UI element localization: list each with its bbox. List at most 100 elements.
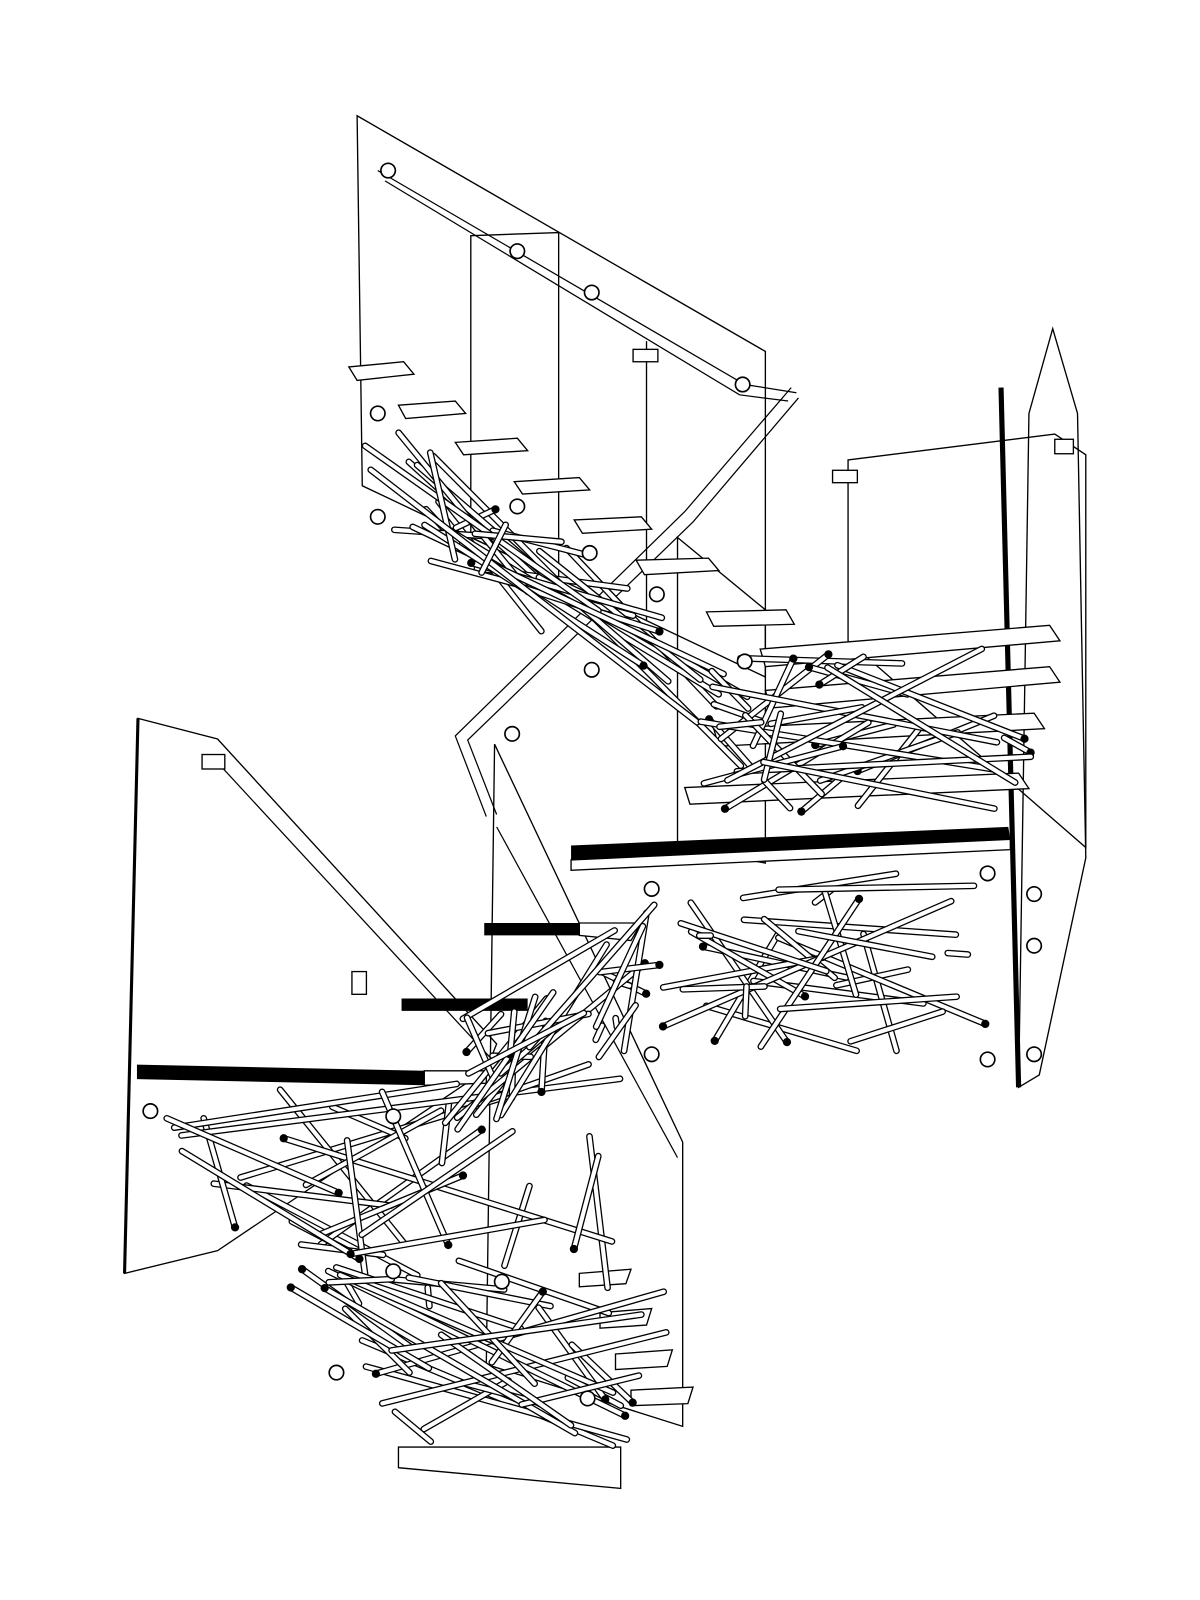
joint-node	[509, 498, 526, 515]
lower-middle-glass-panel	[485, 743, 684, 1428]
truss-member	[594, 924, 645, 1029]
truss-structure	[163, 429, 1035, 1449]
truss-member	[439, 1332, 574, 1428]
bolt-dot	[297, 1265, 307, 1274]
truss-member	[613, 1016, 619, 1029]
truss-member	[428, 450, 457, 562]
tread-dark	[484, 922, 580, 936]
bolt-dot	[458, 1171, 468, 1180]
truss-member	[179, 1076, 623, 1138]
upper-tread	[705, 609, 796, 628]
bolt-dot	[639, 661, 648, 670]
landing-tread-dark	[571, 826, 1011, 860]
bolt-dot	[710, 1036, 719, 1046]
truss-member	[762, 778, 793, 811]
bracket	[201, 753, 226, 770]
truss-member	[288, 1285, 431, 1371]
bolt-dot	[230, 1223, 240, 1232]
upper-handrail	[377, 170, 797, 394]
bolt-dot	[621, 1411, 630, 1420]
left-handrail	[219, 764, 498, 1066]
truss-member	[392, 1409, 433, 1444]
bolt-dot	[698, 942, 708, 951]
upper-tread	[454, 437, 530, 456]
right-glass-panel	[847, 433, 1087, 850]
joint-node	[504, 725, 521, 742]
bracket	[632, 348, 659, 363]
truss-member	[519, 1373, 641, 1407]
bolt-dot	[981, 1019, 990, 1029]
bolt-dot	[789, 654, 798, 663]
joint-node	[1026, 937, 1043, 954]
joint-node	[583, 661, 600, 678]
truss-member	[507, 1009, 517, 1057]
bracket	[831, 469, 859, 484]
truss-member	[474, 1062, 591, 1106]
truss-member	[368, 467, 700, 725]
upper-tread	[513, 476, 592, 495]
joint-node	[648, 586, 665, 603]
joint-node	[369, 508, 386, 525]
lower-tread	[397, 1446, 622, 1490]
joint-node	[369, 405, 386, 422]
truss-member	[761, 760, 997, 811]
bolt-dot	[286, 1283, 295, 1292]
truss-member	[303, 1108, 444, 1187]
truss-member	[689, 929, 808, 999]
joint-node	[581, 544, 598, 562]
bolt-dot	[720, 804, 730, 813]
bolt-dot	[838, 742, 848, 751]
truss-member	[479, 522, 508, 575]
right-tread	[683, 772, 1031, 805]
truss-member	[741, 917, 958, 937]
bolt-dot	[797, 807, 806, 816]
truss-member	[776, 883, 977, 892]
bolt-dot	[1020, 734, 1029, 743]
truss-member	[172, 1081, 459, 1130]
truss-member	[406, 1275, 553, 1309]
truss-member	[717, 720, 764, 729]
middle-glass-panel	[676, 536, 767, 864]
truss-member	[179, 1149, 362, 1262]
truss-member	[359, 1129, 515, 1237]
truss-member	[464, 1012, 504, 1055]
truss-member	[768, 705, 864, 726]
joint-node	[385, 1108, 402, 1125]
handrail	[201, 170, 1075, 1158]
joint-node	[643, 1046, 660, 1063]
joint-node	[643, 880, 660, 897]
bolt-dot	[658, 1022, 668, 1031]
bolt-dot	[491, 505, 500, 514]
landing-tread-face	[570, 838, 1012, 871]
bolt-dot	[538, 1287, 547, 1296]
joint-node	[509, 243, 526, 260]
joint-node	[493, 1273, 510, 1290]
bolt-dot	[444, 1240, 453, 1250]
bracket	[351, 970, 368, 995]
truss-member	[848, 1009, 945, 1044]
truss-member	[363, 1364, 629, 1442]
truss-member	[363, 443, 601, 613]
truss-member	[593, 1023, 605, 1042]
truss-member	[817, 654, 866, 687]
truss-member	[389, 1312, 644, 1353]
bolt-dot	[824, 650, 833, 659]
joint-node	[579, 1390, 596, 1407]
truss-member	[455, 990, 556, 1132]
left-glass-edge-dark	[122, 718, 140, 1274]
bolt-dot	[346, 1249, 355, 1259]
bolt-dot	[628, 1398, 637, 1407]
lower-handrail	[496, 826, 679, 1158]
truss-member	[326, 1277, 394, 1285]
upper-tread	[572, 516, 654, 535]
joint-node	[1026, 885, 1043, 903]
bolt-dot	[537, 1087, 546, 1097]
truss-member	[565, 1375, 623, 1408]
truss-member	[711, 702, 764, 724]
truss-member	[439, 1101, 451, 1166]
truss-member	[494, 994, 538, 1121]
bolt-dot	[320, 1283, 329, 1293]
bolt-dot	[355, 1254, 364, 1264]
truss-member	[945, 950, 970, 957]
